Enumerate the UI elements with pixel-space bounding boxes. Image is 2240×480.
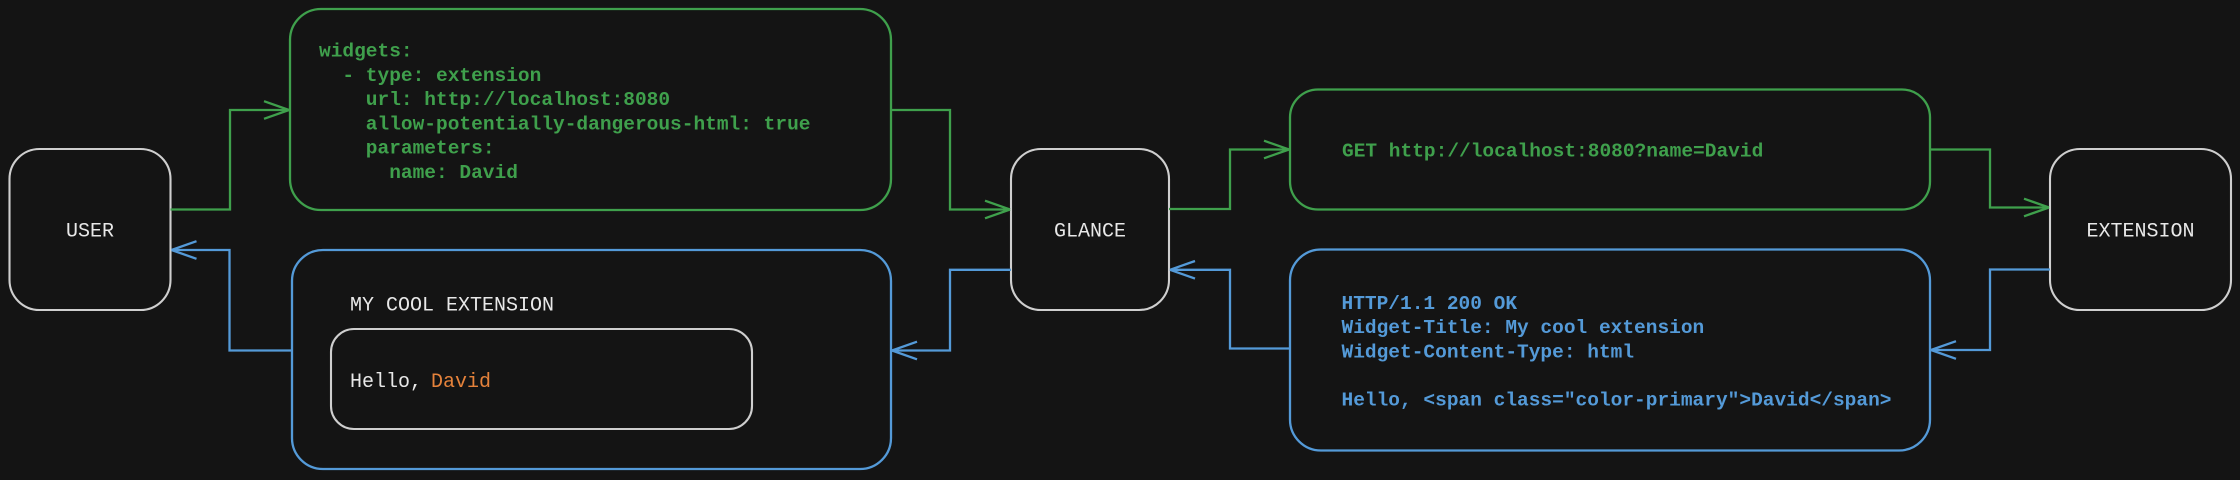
svg-text:Hello,: Hello,	[350, 371, 422, 394]
svg-text:USER: USER	[66, 221, 114, 244]
svg-text:MY COOL EXTENSION: MY COOL EXTENSION	[350, 295, 554, 318]
svg-text:GLANCE: GLANCE	[1054, 221, 1126, 244]
svg-text:HTTP/1.1 200 OK: HTTP/1.1 200 OK	[1342, 293, 1518, 315]
svg-text:Widget-Content-Type: html: Widget-Content-Type: html	[1342, 342, 1635, 364]
svg-text:name: David: name: David	[389, 162, 518, 184]
svg-text:allow-potentially-dangerous-ht: allow-potentially-dangerous-html: true	[366, 113, 811, 135]
svg-text:Widget-Title: My cool extensio: Widget-Title: My cool extension	[1342, 317, 1705, 339]
svg-text:parameters:: parameters:	[366, 138, 495, 160]
svg-text:Hello, <span class="color-prim: Hello, <span class="color-primary">David…	[1342, 390, 1892, 412]
svg-text:url: http://localhost:8080: url: http://localhost:8080	[366, 89, 670, 111]
svg-text:EXTENSION: EXTENSION	[2086, 221, 2194, 244]
svg-text:GET http://localhost:8080?name: GET http://localhost:8080?name=David	[1342, 141, 1763, 163]
svg-text:David: David	[431, 371, 491, 394]
svg-text:widgets:: widgets:	[319, 41, 413, 63]
svg-text:- type: extension: - type: extension	[342, 65, 541, 87]
